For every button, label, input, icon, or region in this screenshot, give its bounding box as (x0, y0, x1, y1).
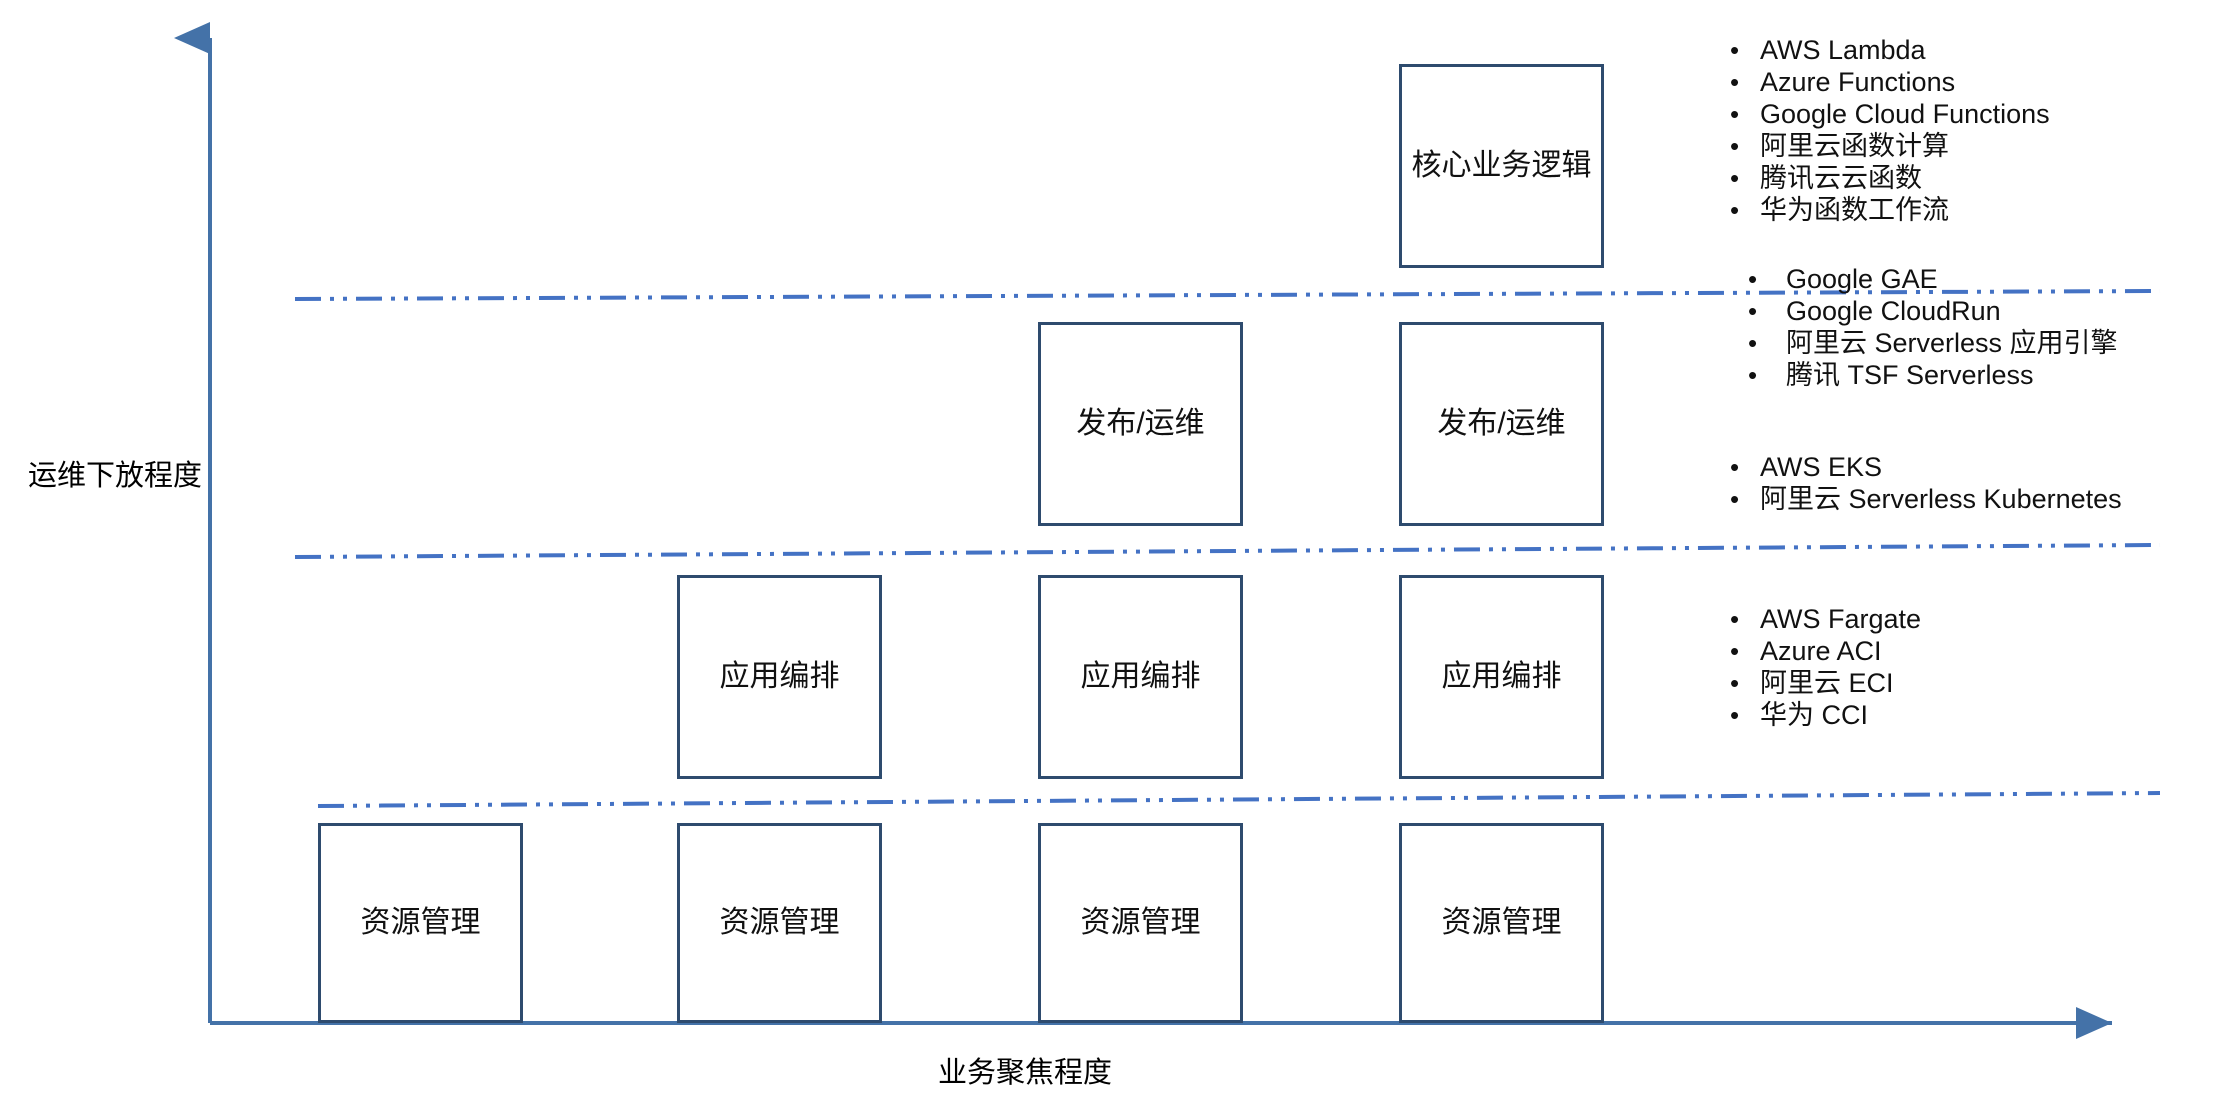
box-r4-c4[interactable]: 资源管理 (1399, 823, 1604, 1023)
cell-label: 资源管理 (719, 906, 840, 939)
cell-label: 发布/运维 (1437, 407, 1566, 440)
bullet-item-label: 阿里云 Serverless Kubernetes (1760, 484, 2122, 514)
box-r4-c3[interactable]: 资源管理 (1038, 823, 1243, 1023)
bullet-item-label: 阿里云 ECI (1760, 668, 1894, 698)
bullets-k8s: • AWS EKS • 阿里云 Serverless Kubernetes (1730, 451, 2122, 515)
cell-label: 应用编排 (719, 660, 840, 693)
bullet-dot-icon: • (1748, 264, 1758, 294)
bullet-list-item: • AWS EKS (1730, 451, 2122, 483)
bullet-list-item: • Google CloudRun (1748, 295, 2118, 327)
divider-3 (317, 791, 2161, 808)
y-axis-title: 运维下放程度 (28, 460, 203, 492)
bullets-container: • AWS Fargate • Azure ACI • 阿里云 ECI • 华为 CCI (1730, 603, 1921, 731)
bullet-dot-icon: • (1730, 604, 1740, 634)
bullet-list-item: • 阿里云 ECI (1730, 667, 1921, 699)
bullet-dot-icon: • (1730, 668, 1740, 698)
bullet-list-item: • 华为函数工作流 (1730, 194, 2050, 226)
cell-label: 应用编排 (1080, 660, 1201, 693)
bullet-dot-icon: • (1730, 700, 1740, 730)
bullet-item-label: 阿里云函数计算 (1760, 131, 1949, 161)
box-r3-c4[interactable]: 应用编排 (1399, 575, 1604, 779)
cell-label: 核心业务逻辑 (1411, 149, 1592, 182)
bullet-list-item: • Google GAE (1748, 263, 2118, 295)
bullet-item-label: Azure Functions (1760, 67, 1956, 97)
bullet-dot-icon: • (1730, 195, 1740, 225)
bullet-item-label: Google GAE (1786, 264, 1938, 294)
bullet-dot-icon: • (1730, 484, 1740, 514)
bullet-dot-icon: • (1730, 163, 1740, 193)
bullet-list-item: • 华为 CCI (1730, 699, 1921, 731)
box-r3-c3[interactable]: 应用编排 (1038, 575, 1243, 779)
bullet-item-label: 阿里云 Serverless 应用引擎 (1786, 328, 2118, 358)
bullet-dot-icon: • (1730, 35, 1740, 65)
bullet-item-label: AWS Fargate (1760, 604, 1922, 634)
bullet-list-item: • AWS Fargate (1730, 603, 1921, 635)
bullet-dot-icon: • (1748, 328, 1758, 358)
x-axis-title: 业务聚焦程度 (938, 1057, 1113, 1089)
bullet-item-label: AWS EKS (1760, 452, 1883, 482)
box-r3-c2[interactable]: 应用编排 (677, 575, 882, 779)
bullet-item-label: Azure ACI (1760, 636, 1882, 666)
bullet-dot-icon: • (1730, 67, 1740, 97)
bullet-list-item: • 阿里云函数计算 (1730, 130, 2050, 162)
bullet-item-label: Google CloudRun (1786, 296, 2001, 326)
bullet-dot-icon: • (1730, 99, 1740, 129)
box-r2-c4[interactable]: 发布/运维 (1399, 322, 1604, 526)
bullet-item-label: Google Cloud Functions (1760, 99, 2050, 129)
bullet-list-item: • Azure Functions (1730, 66, 2050, 98)
bullet-list-item: • 阿里云 Serverless 应用引擎 (1748, 327, 2118, 359)
box-r1-c4[interactable]: 核心业务逻辑 (1399, 64, 1604, 268)
bullets-paas: • Google GAE • Google CloudRun • 阿里云 Serverle… (1748, 263, 2118, 391)
bullet-list-item: • 腾讯 TSF Serverless (1748, 359, 2118, 391)
bullets-faas: • AWS Lambda • Azure Functions • Google Cloud… (1730, 34, 2050, 226)
bullet-item-label: 腾讯云云函数 (1760, 163, 1922, 193)
bullet-list-item: • AWS Lambda (1730, 34, 2050, 66)
bullet-list-item: • Azure ACI (1730, 635, 1921, 667)
bullet-dot-icon: • (1730, 636, 1740, 666)
bullet-dot-icon: • (1730, 452, 1740, 482)
divider-2 (294, 543, 2161, 559)
bullet-dot-icon: • (1730, 131, 1740, 161)
bullet-item-label: AWS Lambda (1760, 35, 1926, 65)
bullet-dot-icon: • (1748, 296, 1758, 326)
box-r4-c1[interactable]: 资源管理 (318, 823, 523, 1023)
bullet-list-item: • 阿里云 Serverless Kubernetes (1730, 483, 2122, 515)
cell-label: 资源管理 (1441, 906, 1562, 939)
cell-label: 应用编排 (1441, 660, 1562, 693)
bullet-item-label: 华为 CCI (1760, 700, 1868, 730)
bullet-item-label: 腾讯 TSF Serverless (1786, 360, 2034, 390)
bullet-item-label: 华为函数工作流 (1760, 195, 1949, 225)
cell-label: 发布/运维 (1076, 407, 1205, 440)
bullet-list-item: • 腾讯云云函数 (1730, 162, 2050, 194)
box-r2-c3[interactable]: 发布/运维 (1038, 322, 1243, 526)
bullet-list-item: • Google Cloud Functions (1730, 98, 2050, 130)
cell-label: 资源管理 (360, 906, 481, 939)
bullet-dot-icon: • (1748, 360, 1758, 390)
cell-label: 资源管理 (1080, 906, 1201, 939)
box-r4-c2[interactable]: 资源管理 (677, 823, 882, 1023)
